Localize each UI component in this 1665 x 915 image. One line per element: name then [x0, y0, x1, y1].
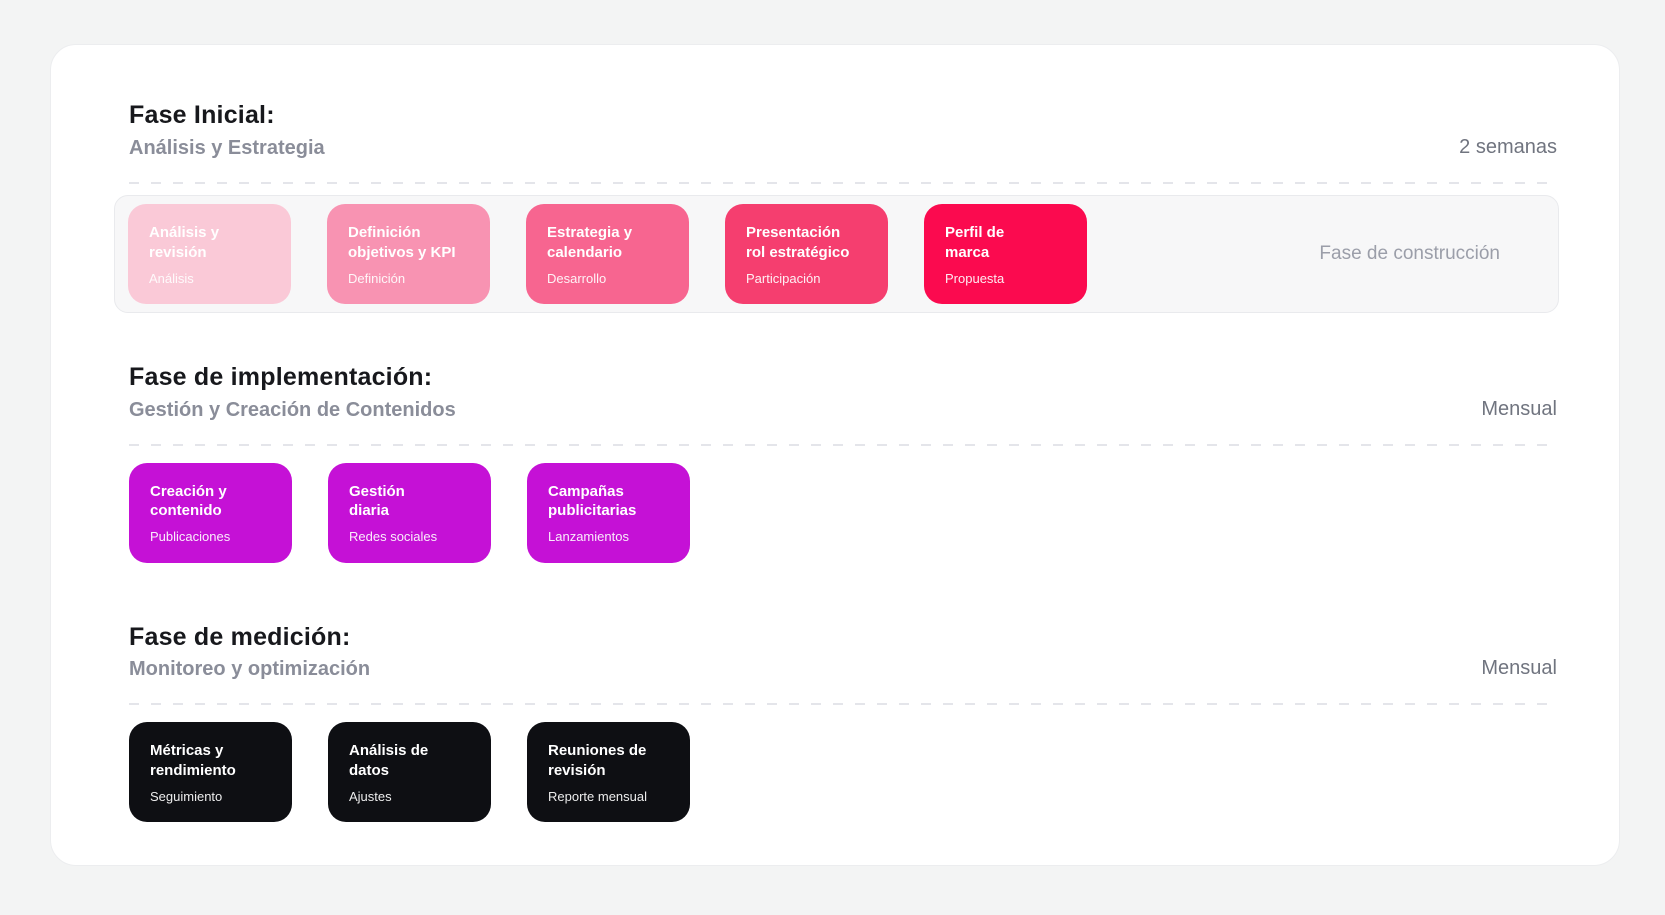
- phase-card-estrategia-calendario: Estrategia y calendario Desarrollo: [526, 203, 689, 304]
- card-subtitle: Desarrollo: [547, 270, 607, 286]
- card-row: Análisis y revisión Análisis Definición …: [128, 203, 1087, 304]
- phase-card-analisis-datos: Análisis de datos Ajustes: [328, 722, 491, 823]
- card-subtitle: Ajustes: [349, 789, 392, 805]
- card-row: Creación y contenido Publicaciones Gesti…: [129, 462, 1557, 563]
- card-subtitle: Definición: [348, 270, 406, 286]
- section-title: Fase de medición:: [129, 622, 351, 651]
- section-duration: 2 semanas: [1459, 135, 1557, 158]
- section-duration: Mensual: [1481, 657, 1557, 680]
- section-title: Fase Inicial:: [129, 101, 275, 129]
- card-title: Perfil de marca: [945, 223, 1005, 261]
- section-title: Fase de implementación:: [129, 362, 433, 391]
- section-header-text: Fase de medición: Monitoreo y optimizaci…: [129, 623, 370, 682]
- card-row: Métricas y rendimiento Seguimiento Análi…: [129, 722, 1557, 823]
- dashed-divider: [129, 443, 1557, 446]
- phase-card-definicion-objetivos: Definición objetivos y KPI Definición: [327, 203, 490, 304]
- card-title: Estrategia y calendario: [547, 223, 633, 261]
- section-header: Fase Inicial: Análisis y Estrategia 2 se…: [129, 101, 1557, 160]
- phase-card-presentacion-rol: Presentación rol estratégico Participaci…: [725, 203, 888, 304]
- dashed-divider: [129, 703, 1557, 706]
- card-title: Análisis de datos: [349, 742, 429, 780]
- card-subtitle: Seguimiento: [150, 789, 223, 805]
- phase-card-creacion-contenido: Creación y contenido Publicaciones: [129, 462, 292, 563]
- card-subtitle: Participación: [746, 270, 821, 286]
- card-title: Campañas publicitarias: [548, 482, 637, 520]
- phase-card-reuniones-revision: Reuniones de revisión Reporte mensual: [527, 722, 690, 823]
- section-header: Fase de medición: Monitoreo y optimizaci…: [129, 623, 1557, 682]
- phase-card-campanas-publicitarias: Campañas publicitarias Lanzamientos: [527, 462, 690, 563]
- card-subtitle: Publicaciones: [150, 529, 231, 545]
- track-label: Fase de construcción: [1319, 242, 1500, 264]
- card-subtitle: Análisis: [149, 270, 194, 286]
- section-header-text: Fase Inicial: Análisis y Estrategia: [129, 101, 325, 160]
- construction-track: Análisis y revisión Análisis Definición …: [114, 194, 1559, 313]
- card-subtitle: Lanzamientos: [548, 529, 629, 545]
- section-header: Fase de implementación: Gestión y Creaci…: [129, 363, 1557, 422]
- phase-card-metricas-rendimiento: Métricas y rendimiento Seguimiento: [129, 722, 292, 823]
- phase-card-analisis-revision: Análisis y revisión Análisis: [128, 203, 291, 304]
- phase-card-perfil-marca: Perfil de marca Propuesta: [924, 203, 1087, 304]
- dashed-divider: [129, 181, 1557, 184]
- section-fase-implementacion: Fase de implementación: Gestión y Creaci…: [129, 363, 1557, 563]
- card-subtitle: Propuesta: [945, 270, 1005, 286]
- phase-card-gestion-diaria: Gestión diaria Redes sociales: [328, 462, 491, 563]
- section-fase-medicion: Fase de medición: Monitoreo y optimizaci…: [129, 623, 1557, 823]
- card-title: Reuniones de revisión: [548, 742, 647, 780]
- card-subtitle: Redes sociales: [349, 529, 438, 545]
- card-title: Creación y contenido: [150, 482, 227, 520]
- section-subtitle: Gestión y Creación de Contenidos: [129, 398, 456, 421]
- roadmap-panel: Fase Inicial: Análisis y Estrategia 2 se…: [50, 44, 1620, 866]
- section-subtitle: Análisis y Estrategia: [129, 136, 325, 159]
- section-header-text: Fase de implementación: Gestión y Creaci…: [129, 363, 456, 422]
- card-title: Definición objetivos y KPI: [348, 223, 456, 261]
- card-title: Gestión diaria: [349, 482, 405, 520]
- card-subtitle: Reporte mensual: [548, 789, 647, 805]
- section-subtitle: Monitoreo y optimización: [129, 658, 371, 681]
- section-duration: Mensual: [1481, 397, 1557, 420]
- card-title: Presentación rol estratégico: [746, 223, 850, 261]
- section-fase-inicial: Fase Inicial: Análisis y Estrategia 2 se…: [114, 101, 1559, 313]
- card-title: Métricas y rendimiento: [150, 742, 236, 780]
- card-title: Análisis y revisión: [149, 223, 220, 261]
